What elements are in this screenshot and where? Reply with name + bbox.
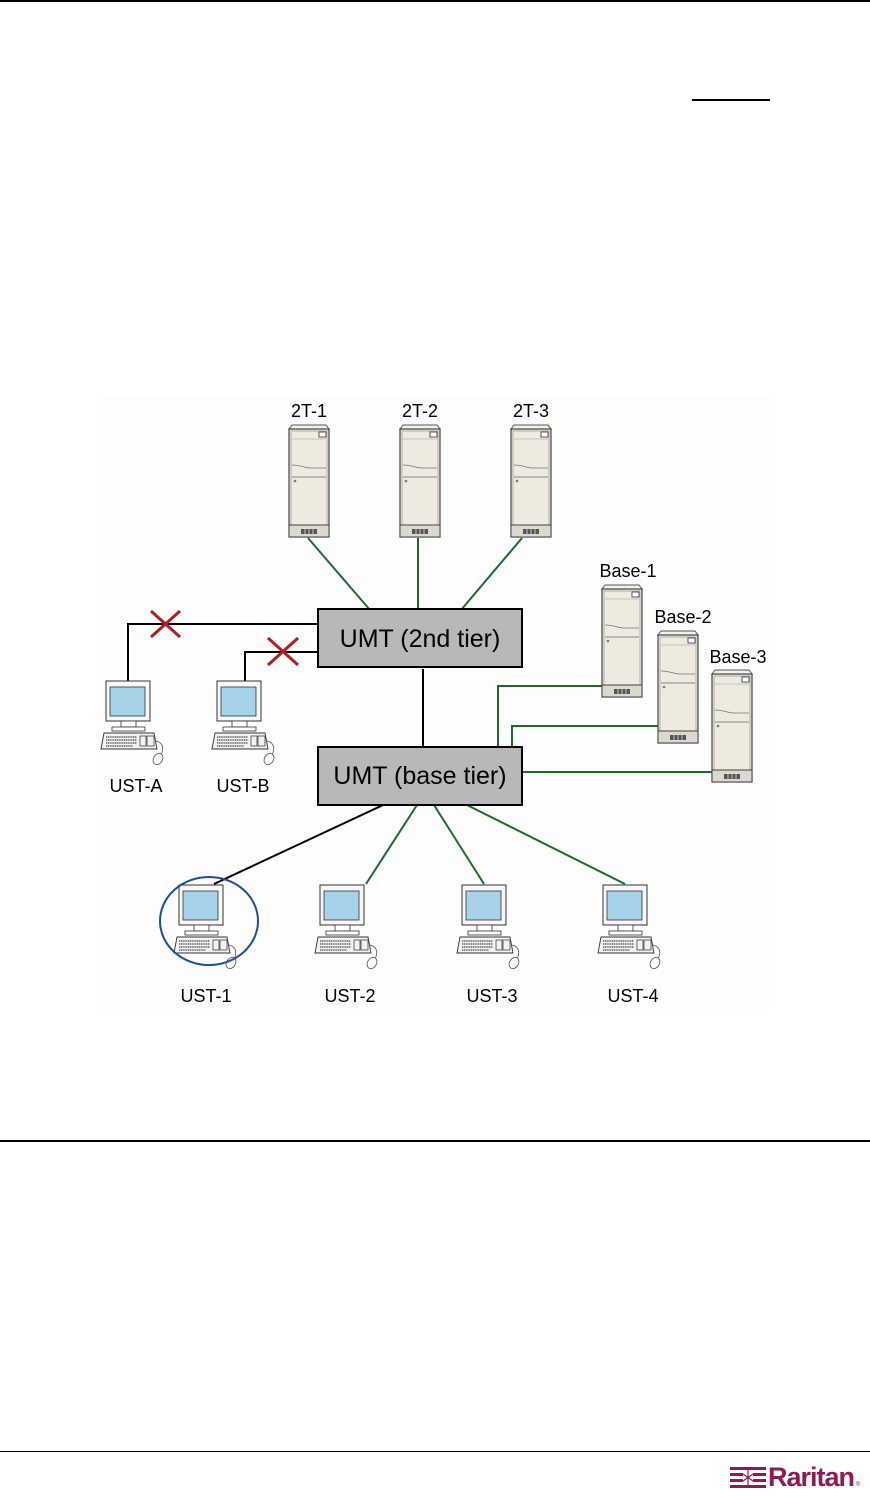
server-icon	[288, 424, 330, 538]
computer-icon	[100, 680, 166, 768]
user-station-ust-a: UST-A	[100, 680, 166, 796]
server-icon	[399, 424, 441, 538]
station-label: UST-B	[216, 776, 269, 796]
server-2t-1: 2T-1	[288, 401, 330, 538]
station-label: UST-2	[324, 986, 375, 1006]
computer-icon	[314, 884, 380, 972]
links	[127, 537, 714, 885]
user-station-ust-2: UST-2	[314, 884, 380, 1006]
link-ust-1	[213, 804, 384, 885]
server-label: 2T-3	[513, 401, 549, 421]
server-label: Base-1	[599, 561, 656, 581]
header-rule	[0, 0, 870, 2]
server-label: 2T-1	[291, 401, 327, 421]
computer-icon	[456, 884, 522, 972]
server-icon	[657, 630, 699, 744]
registered-mark: ®	[856, 1482, 861, 1488]
blocked-mark-ust-b	[266, 636, 300, 667]
link-ust-4	[466, 804, 626, 885]
raritan-logo: Raritan ®	[730, 1462, 865, 1493]
server-icon	[711, 669, 753, 783]
server-icon	[510, 424, 552, 538]
server-label: Base-2	[654, 607, 711, 627]
server-label: 2T-2	[402, 401, 438, 421]
diagram-canvas: UMT (2nd tier) UMT (base tier) 2T-1 2T-2…	[100, 401, 767, 1006]
user-station-ust-3: UST-3	[456, 884, 522, 1006]
raritan-mark-icon	[730, 1467, 766, 1488]
user-station-ust-4: UST-4	[597, 884, 663, 1006]
computer-icon	[597, 884, 663, 972]
server-base-1: Base-1	[599, 561, 657, 698]
station-label: UST-1	[180, 986, 231, 1006]
station-label: UST-4	[607, 986, 658, 1006]
link-base-1	[497, 685, 603, 747]
umt-2nd-tier-switch: UMT (2nd tier)	[317, 608, 523, 668]
section-rule	[0, 1140, 870, 1142]
link-ust-b	[244, 651, 318, 682]
blocked-mark-ust-a	[149, 609, 182, 639]
link-2t-3	[460, 537, 523, 611]
station-label: UST-A	[109, 776, 162, 796]
link-base-2	[511, 725, 658, 747]
computer-icon	[211, 680, 277, 768]
user-station-ust-1: UST-1	[159, 876, 259, 1006]
umt-base-tier-switch: UMT (base tier)	[317, 746, 523, 806]
highlight-circle	[159, 876, 259, 966]
umt-2nd-tier-label: UMT (2nd tier)	[340, 625, 501, 653]
header-underline	[692, 99, 770, 101]
server-2t-3: 2T-3	[510, 401, 552, 538]
logo-text: Raritan	[768, 1462, 855, 1492]
link-ust-a	[127, 623, 318, 682]
station-label: UST-3	[466, 986, 517, 1006]
umt-base-tier-label: UMT (base tier)	[333, 762, 506, 790]
network-diagram: UMT (2nd tier) UMT (base tier) 2T-1 2T-2…	[98, 397, 772, 1009]
server-2t-2: 2T-2	[399, 401, 441, 538]
link-ust-2	[365, 804, 418, 885]
link-2t-1	[307, 537, 371, 611]
link-ust-3	[433, 804, 485, 885]
server-base-3: Base-3	[709, 647, 767, 783]
footer-rule	[0, 1451, 870, 1452]
user-station-ust-b: UST-B	[211, 680, 277, 796]
server-label: Base-3	[709, 647, 766, 667]
server-base-2: Base-2	[654, 607, 712, 744]
server-icon	[601, 584, 643, 698]
